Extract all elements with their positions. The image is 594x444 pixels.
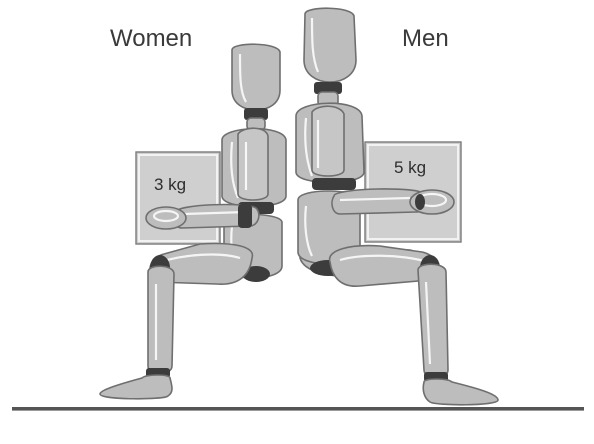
man-figure: 5 kg — [296, 8, 498, 405]
woman-figure: 3 kg — [100, 44, 286, 399]
men-label: Men — [402, 25, 449, 52]
women-weight-label: 3 kg — [154, 175, 186, 194]
floor-line — [12, 407, 584, 410]
women-label: Women — [110, 25, 192, 52]
men-weight-label: 5 kg — [394, 158, 426, 177]
women-weight-box: 3 kg — [136, 152, 220, 244]
